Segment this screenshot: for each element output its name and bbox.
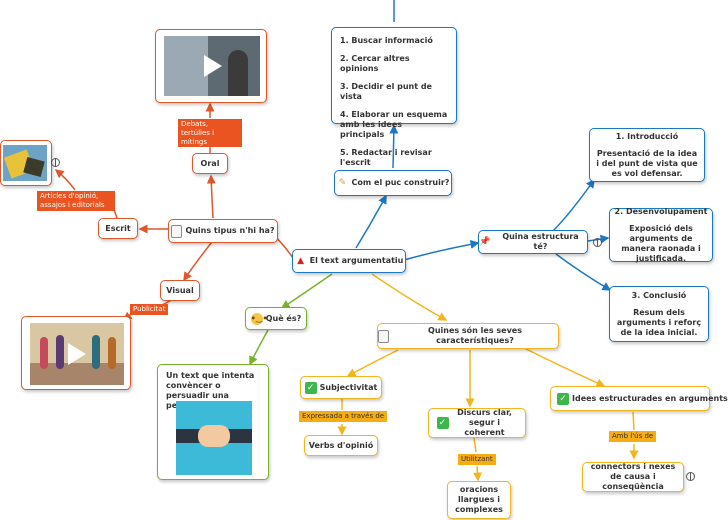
feature-discurs[interactable]: ✓ Discurs clar, segur i coherent: [428, 408, 526, 438]
video-scene-figure: [92, 335, 100, 369]
video-scene-floor: [30, 363, 124, 385]
topic-com-construir-label: Com el puc construir?: [351, 178, 450, 187]
check-icon: ✓: [557, 392, 569, 405]
video-thumbnail-oral[interactable]: [155, 29, 267, 103]
structure-part-title: 3. Conclusió: [631, 290, 687, 300]
type-escrit-label: Escrit: [105, 223, 131, 233]
structure-part-title: 1. Introducció: [615, 131, 679, 141]
step-item: 4. Elaborar un esquema amb les idees pri…: [340, 110, 448, 139]
handshake-image: [176, 401, 252, 475]
topic-caracteristiques-label: Quines són les seves característiques?: [428, 326, 522, 345]
feature-idees[interactable]: ✓ Idees estructurades en arguments: [550, 386, 728, 411]
play-icon[interactable]: [68, 343, 86, 365]
step-item: 2. Cercar altres opinions: [340, 54, 410, 73]
video-scene-window: [164, 36, 208, 96]
link-globe-icon[interactable]: [686, 472, 695, 481]
type-visual[interactable]: Visual: [160, 280, 200, 301]
central-topic-label: El text argumentatiu: [309, 256, 404, 265]
video-scene-figure: [40, 337, 48, 369]
topic-caracteristiques[interactable]: Quines són les seves característiques?: [377, 323, 559, 349]
document-icon: [171, 224, 183, 238]
type-escrit[interactable]: Escrit: [98, 218, 138, 239]
document-icon: [378, 329, 389, 343]
image-thumbnail-escrit[interactable]: [0, 140, 52, 186]
tag-oral-label: Debats, tertúlies i mítings: [181, 120, 215, 146]
tag-subjectivitat-label: Expressada a través de: [302, 412, 385, 420]
tag-discurs: Utilitzant: [458, 454, 496, 465]
feature-subjectivitat[interactable]: ✓ Subjectivitat: [300, 376, 382, 399]
tag-discurs-label: Utilitzant: [461, 455, 493, 463]
topic-que-es[interactable]: •‿• Què és?: [245, 307, 307, 330]
child-oracions[interactable]: oracions llargues i complexes: [447, 481, 511, 519]
child-verbs-opinio[interactable]: Verbs d'opinió: [304, 435, 378, 456]
check-icon: ✓: [436, 417, 449, 429]
link-globe-icon[interactable]: [51, 158, 60, 167]
feature-subjectivitat-label: Subjectivitat: [319, 382, 378, 392]
link-globe-icon[interactable]: [593, 238, 602, 247]
structure-part-body: Exposició dels arguments de manera raona…: [621, 223, 701, 263]
video-scene-figure: [56, 335, 64, 369]
step-item: 1. Buscar informació: [340, 36, 433, 45]
tag-idees-label: Amb l'ús de: [612, 432, 654, 440]
type-visual-label: Visual: [166, 285, 194, 295]
structure-part-body: Resum dels arguments i reforç de la idea…: [616, 307, 702, 337]
topic-tipus[interactable]: Quins tipus n'hi ha?: [168, 219, 278, 243]
handshake-sleeve-left: [176, 429, 200, 443]
topic-tipus-label: Quins tipus n'hi ha?: [185, 226, 275, 235]
tag-escrit: Articles d'opinió, assajos i editorials: [37, 191, 115, 211]
handshake-hands: [198, 425, 230, 447]
steps-list[interactable]: 1. Buscar informació 2. Cercar altres op…: [331, 27, 457, 167]
feature-idees-label: Idees estructurades en arguments: [572, 393, 728, 403]
video-player[interactable]: [164, 36, 260, 96]
topic-que-es-label: Què és?: [265, 313, 302, 323]
topic-estructura-label: Quina estructura té?: [502, 232, 579, 251]
tag-visual: Publicitat: [130, 304, 169, 315]
megaphone-icon: ▲: [297, 256, 305, 266]
structure-part-introduccio[interactable]: 1. Introducció Presentació de la idea i …: [589, 128, 705, 182]
newspaper-image: [3, 145, 47, 181]
video-scene-figure: [108, 337, 116, 369]
type-oral[interactable]: Oral: [192, 153, 228, 174]
step-item: 5. Redactar i revisar l'escrit: [340, 148, 432, 167]
tag-subjectivitat: Expressada a través de: [299, 411, 388, 422]
central-topic[interactable]: ▲ El text argumentatiu: [292, 249, 406, 273]
type-oral-label: Oral: [200, 158, 220, 168]
child-connectors[interactable]: connectors i nexes de causa i conseqüènc…: [582, 462, 684, 492]
structure-part-title: 2. Desenvolupament: [614, 206, 708, 216]
step-item: 3. Decidir el punt de vista: [340, 82, 432, 101]
feature-discurs-label: Discurs clar, segur i coherent: [457, 408, 512, 437]
newspaper-image-shape-b: [23, 156, 45, 178]
pencil-icon: ✎: [338, 178, 347, 188]
tag-visual-label: Publicitat: [133, 305, 166, 313]
topic-estructura[interactable]: 📌 Quina estructura té?: [478, 230, 588, 254]
child-oracions-label: oracions llargues i complexes: [455, 485, 503, 514]
thinking-face-icon: •‿•: [250, 312, 268, 325]
structure-part-desenvolupament[interactable]: 2. Desenvolupament Exposició dels argume…: [609, 206, 713, 263]
child-verbs-opinio-label: Verbs d'opinió: [308, 440, 374, 450]
tag-idees: Amb l'ús de: [609, 431, 657, 442]
check-icon: ✓: [304, 381, 317, 394]
tag-oral: Debats, tertúlies i mítings: [178, 119, 242, 148]
child-connectors-label: connectors i nexes de causa i conseqüènc…: [590, 462, 676, 491]
structure-part-body: Presentació de la idea i del punt de vis…: [596, 148, 698, 178]
handshake-sleeve-right: [228, 429, 252, 443]
pin-icon: 📌: [479, 237, 491, 247]
play-icon[interactable]: [204, 55, 222, 77]
topic-com-construir[interactable]: ✎ Com el puc construir?: [334, 170, 452, 196]
tag-escrit-label: Articles d'opinió, assajos i editorials: [40, 192, 105, 209]
definition-card[interactable]: Un text que intenta convèncer o persuadi…: [157, 364, 269, 480]
video-player[interactable]: [30, 323, 124, 385]
structure-part-conclusio[interactable]: 3. Conclusió Resum dels arguments i refo…: [609, 286, 709, 342]
video-scene-person: [228, 50, 248, 96]
video-thumbnail-visual[interactable]: [21, 316, 131, 390]
